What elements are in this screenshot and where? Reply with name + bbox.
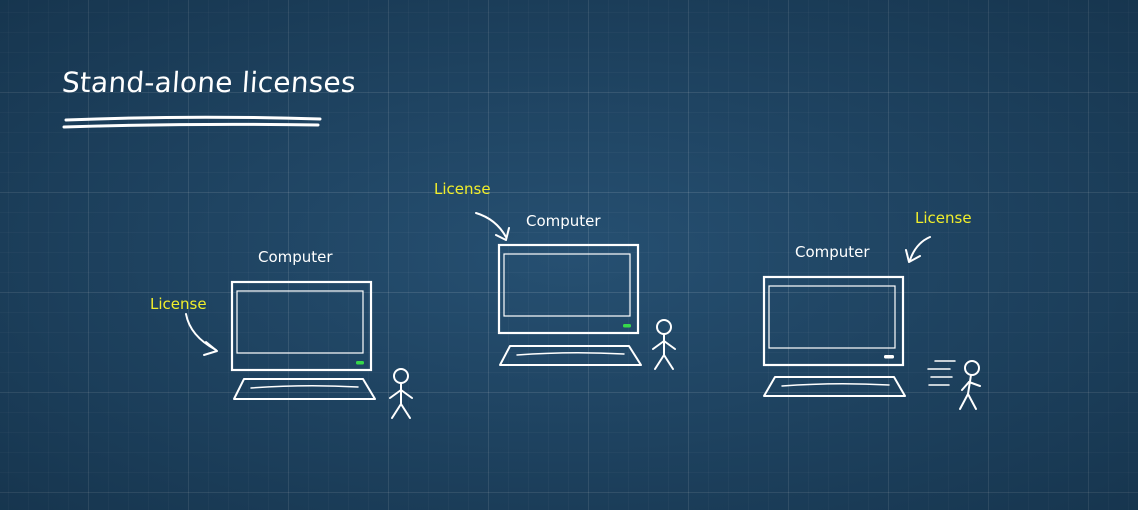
computer-label: Computer [526,212,601,230]
license-arrow-icon [475,212,507,238]
workstation-drawing [185,280,413,419]
power-led [884,355,894,359]
user-stick-figure-icon [389,368,413,419]
workstation-drawing [475,212,676,370]
keyboard-icon [763,376,906,397]
license-label: License [915,209,972,227]
license-arrow-icon [909,236,931,261]
speed-lines-icon [927,360,956,386]
computer-label: Computer [258,248,333,266]
title-underline [62,115,322,129]
monitor-icon [230,280,373,372]
station-2: License Computer [420,175,710,380]
station-1: License Computer [140,240,430,430]
user-stick-figure-icon [652,319,676,370]
monitor-icon [497,243,640,335]
power-led [623,324,631,328]
user-leaving-stick-figure-icon [959,360,981,410]
license-label: License [434,180,491,198]
station-3: License Computer [740,200,1040,420]
power-led [356,361,364,365]
keyboard-icon [233,378,376,400]
page-title: Stand-alone licenses [60,66,357,99]
monitor-icon [762,275,905,367]
license-arrow-icon [185,313,217,351]
license-label: License [150,295,207,313]
keyboard-icon [499,345,642,366]
computer-label: Computer [795,243,870,261]
workstation-drawing [762,236,981,410]
